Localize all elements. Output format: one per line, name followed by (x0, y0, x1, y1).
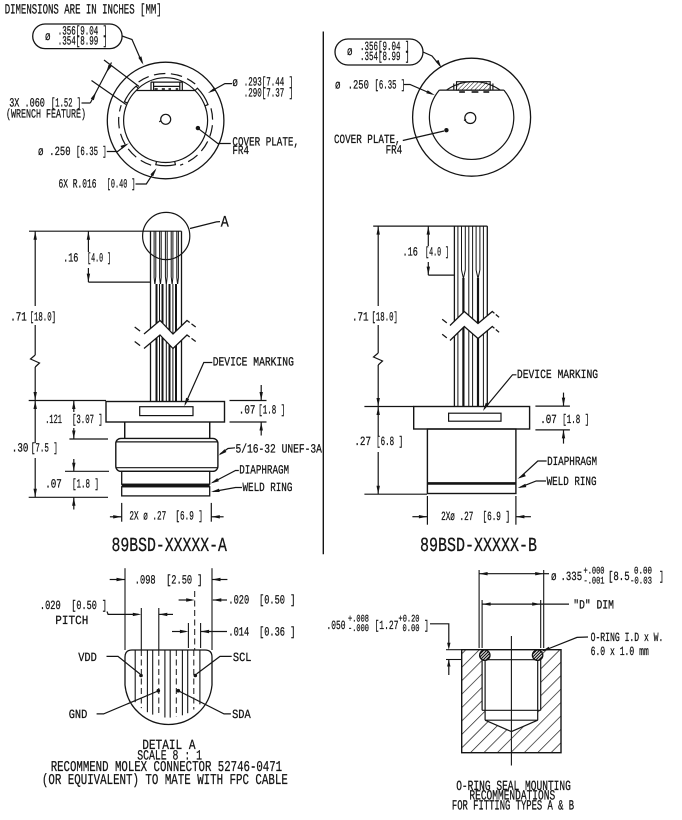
svg-text:DIMENSIONS ARE IN INCHES [MM]: DIMENSIONS ARE IN INCHES [MM] (5, 3, 162, 19)
svg-text:-.000: -.000 (348, 624, 369, 635)
svg-text:[2.50 ]: [2.50 ] (166, 574, 202, 588)
svg-text:[4.0 ]: [4.0 ] (87, 252, 111, 266)
svg-text:6X R.016: 6X R.016 (59, 178, 97, 192)
svg-text:-0.03: -0.03 (630, 577, 652, 588)
svg-text:.293[7.44 ]: .293[7.44 ] (244, 76, 293, 90)
svg-text:.098: .098 (135, 574, 156, 588)
svg-text:.356[9.04 ]: .356[9.04 ] (360, 40, 410, 54)
svg-text:[6.35 ]: [6.35 ] (375, 79, 406, 93)
svg-text:VDD: VDD (78, 651, 97, 665)
svg-text:"D" DIM: "D" DIM (573, 599, 614, 613)
svg-text:FOR FITTING TYPES A & B: FOR FITTING TYPES A & B (452, 799, 574, 815)
svg-text:ø: ø (45, 30, 51, 44)
svg-text:FR4: FR4 (232, 144, 249, 158)
svg-text:.250: .250 (49, 145, 70, 159)
svg-text:[6.35 ]: [6.35 ] (76, 145, 107, 159)
svg-text:DETAIL A: DETAIL A (142, 738, 196, 754)
svg-text:.020: .020 (228, 594, 249, 608)
svg-text:2Xø .27 [6.9 ]: 2Xø .27 [6.9 ] (441, 510, 510, 524)
svg-text:[7.5 ]: [7.5 ] (31, 442, 58, 456)
svg-text:.020: .020 (40, 599, 61, 613)
svg-text:O-RING SEAL MOUNTING: O-RING SEAL MOUNTING (456, 779, 571, 795)
svg-text:ø: ø (347, 45, 353, 59)
svg-text:[18.0]: [18.0] (30, 311, 56, 325)
svg-text:WELD RING: WELD RING (243, 481, 293, 495)
svg-text:[0.50 ]: [0.50 ] (71, 599, 107, 613)
svg-text:[6.8 ]: [6.8 ] (376, 435, 403, 449)
svg-text:]: ] (659, 570, 664, 584)
svg-text:.16: .16 (403, 246, 418, 260)
svg-text:DEVICE MARKING: DEVICE MARKING (213, 356, 294, 370)
svg-text:(WRENCH FEATURE): (WRENCH FEATURE) (6, 107, 86, 121)
svg-text:DIAPHRAGM: DIAPHRAGM (547, 455, 597, 469)
svg-text:]: ] (424, 619, 429, 633)
svg-text:.014: .014 (228, 626, 249, 640)
svg-text:.07: .07 (45, 478, 62, 492)
svg-text:[0.40 ]: [0.40 ] (107, 178, 136, 192)
svg-text:SDA: SDA (232, 708, 251, 722)
svg-text:[3.07 ]: [3.07 ] (72, 413, 103, 427)
svg-text:[4.0 ]: [4.0 ] (425, 246, 449, 260)
svg-text:DEVICE MARKING: DEVICE MARKING (517, 368, 598, 382)
svg-text:WELD RING: WELD RING (547, 475, 597, 489)
svg-text:.121: .121 (45, 413, 62, 427)
svg-text:O-RING I.D x W.: O-RING I.D x W. (591, 631, 664, 645)
svg-text:[1.52 ]: [1.52 ] (51, 97, 81, 111)
svg-text:[1.8 ]: [1.8 ] (562, 413, 589, 427)
svg-text:0.00: 0.00 (403, 624, 420, 635)
svg-text:.050: .050 (327, 619, 346, 633)
svg-text:[1.8 ]: [1.8 ] (72, 478, 99, 492)
svg-text:+.008: +.008 (348, 615, 369, 626)
svg-text:0.00: 0.00 (634, 567, 652, 578)
svg-text:+0.20: +0.20 (399, 615, 420, 626)
svg-text:ø: ø (335, 79, 341, 93)
svg-text:3X .060: 3X .060 (9, 97, 45, 111)
svg-text:ø: ø (551, 570, 557, 584)
svg-text:.354[8.99 ]: .354[8.99 ] (360, 50, 410, 64)
svg-text:DIAPHRAGM: DIAPHRAGM (239, 464, 289, 478)
svg-text:6.0 x 1.0 mm: 6.0 x 1.0 mm (591, 645, 649, 659)
svg-text:(OR EQUIVALENT) TO MATE WITH F: (OR EQUIVALENT) TO MATE WITH FPC CABLE (42, 772, 288, 789)
svg-text:ø: ø (232, 76, 238, 90)
svg-text:89BSD-XXXXX-A: 89BSD-XXXXX-A (112, 535, 227, 558)
svg-text:-.001: -.001 (584, 577, 605, 588)
svg-text:.290[7.37 ]: .290[7.37 ] (244, 87, 293, 101)
svg-text:GND: GND (69, 708, 88, 722)
svg-text:5/16-32 UNEF-3A: 5/16-32 UNEF-3A (236, 443, 323, 457)
svg-text:89BSD-XXXXX-B: 89BSD-XXXXX-B (420, 535, 537, 558)
svg-text:.71: .71 (352, 311, 369, 325)
svg-text:.07: .07 (239, 404, 256, 418)
svg-text:[1.27: [1.27 (375, 619, 399, 633)
svg-text:.250: .250 (348, 79, 369, 93)
svg-text:.356[9.04 ]: .356[9.04 ] (58, 25, 107, 39)
svg-text:[18.0]: [18.0] (372, 311, 398, 325)
svg-text:.354[8.99 ]: .354[8.99 ] (58, 35, 107, 49)
svg-text:[0.36 ]: [0.36 ] (259, 626, 295, 640)
svg-text:SCALE 8 : 1: SCALE 8 : 1 (137, 749, 202, 765)
svg-text:[0.50 ]: [0.50 ] (259, 594, 295, 608)
svg-text:PITCH: PITCH (55, 614, 88, 628)
svg-text:[1.8 ]: [1.8 ] (258, 404, 285, 418)
svg-text:.71: .71 (10, 311, 27, 325)
svg-text:.30: .30 (12, 442, 29, 456)
svg-text:A: A (221, 213, 229, 231)
svg-text:+.000: +.000 (584, 567, 605, 578)
svg-text:[8.5: [8.5 (608, 570, 630, 584)
svg-text:FR4: FR4 (386, 144, 403, 158)
svg-text:RECOMMEND MOLEX CONNECTOR 5274: RECOMMEND MOLEX CONNECTOR 52746-0471 (51, 759, 282, 776)
svg-text:RECOMMENDATIONS: RECOMMENDATIONS (469, 789, 555, 805)
svg-text:.335: .335 (561, 570, 583, 584)
svg-text:SCL: SCL (233, 651, 252, 665)
svg-text:.27: .27 (354, 435, 371, 449)
svg-text:COVER PLATE,: COVER PLATE, (232, 136, 299, 150)
svg-text:2X ø .27 [6.9 ]: 2X ø .27 [6.9 ] (129, 510, 203, 524)
svg-text:ø: ø (38, 145, 44, 159)
svg-text:.16: .16 (63, 252, 78, 266)
svg-text:.07: .07 (540, 413, 557, 427)
svg-text:COVER PLATE,: COVER PLATE, (334, 133, 401, 147)
